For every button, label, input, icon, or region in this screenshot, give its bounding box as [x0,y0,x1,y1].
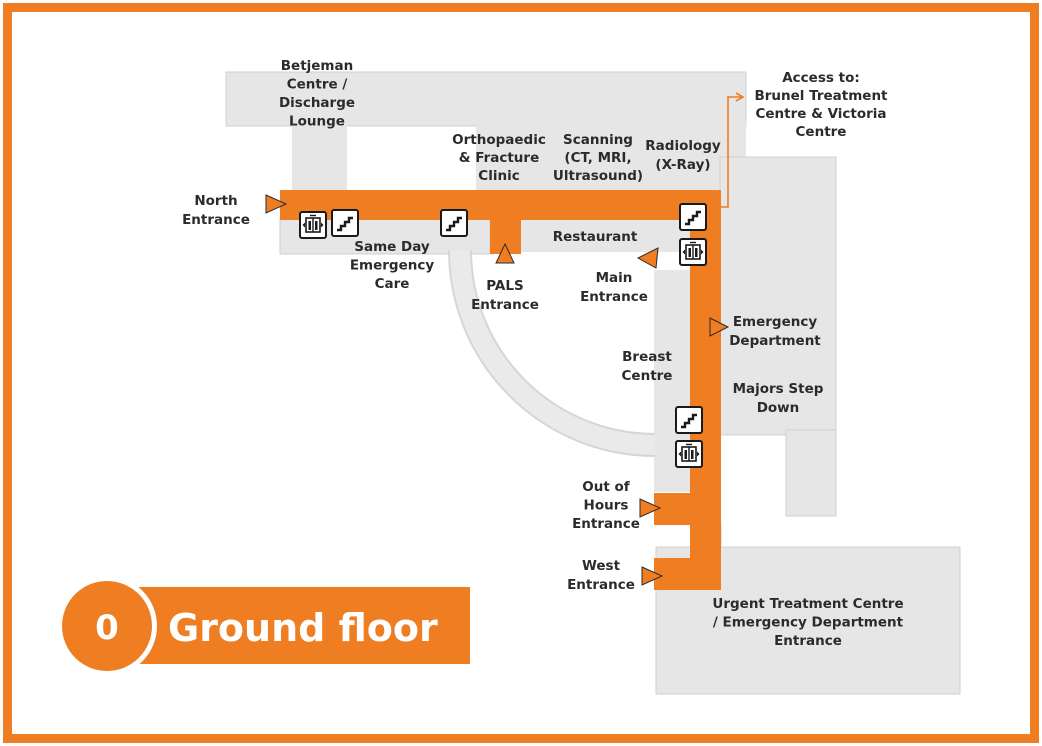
label-line: Clinic [478,168,519,184]
label-line: (CT, MRI, [564,150,631,166]
west-entrance-arrow-icon [641,566,664,586]
lift-icon [675,440,703,468]
west-corridor [654,558,721,590]
label-restaurant: Restaurant [553,229,638,245]
majors-block [785,429,837,517]
out-of-hours-entrance-arrow-icon [639,498,662,518]
restaurant-block [520,218,692,252]
label-pals: PALS Entrance [471,278,539,313]
label-radiology: Radiology (X-Ray) [645,138,721,173]
label-line: Restaurant [553,229,638,245]
label-line: Centre [622,368,673,384]
label-line: Majors Step [733,381,824,397]
betjeman-connector [292,120,347,192]
entrance-markers [265,194,730,586]
label-line: Orthopaedic [452,132,546,148]
label-line: Discharge [279,95,355,111]
label-line: Hours [584,498,629,514]
label-scanning: Scanning (CT, MRI, Ultrasound) [553,132,643,184]
label-line: Centre / [287,77,348,93]
label-line: Out of [582,479,630,495]
label-line: PALS [486,278,523,294]
label-line: Breast [622,349,672,365]
label-line: Entrance [774,633,842,649]
orthopaedic-block [476,120,746,192]
label-line: Centre [796,124,847,140]
label-urgent: Urgent Treatment Centre / Emergency Depar… [712,596,903,649]
label-line: Entrance [567,577,635,593]
label-line: North [194,193,237,209]
lift-icon [679,238,707,266]
label-line: Main [596,270,633,286]
label-line: (X-Ray) [655,157,710,173]
label-line: Care [375,276,410,292]
label-line: Urgent Treatment Centre [712,596,903,612]
label-line: Access to: [782,70,860,86]
label-line: Scanning [563,132,633,148]
label-line: West [582,558,621,574]
north-entrance-arrow-icon [265,194,288,214]
label-line: Down [757,400,800,416]
floor-number: 0 [95,608,119,648]
floor-circle [62,581,152,671]
stairs-icon [439,208,469,238]
label-line: Entrance [580,289,648,305]
label-line: Entrance [471,297,539,313]
access-arrow-icon [721,92,745,208]
label-line: Entrance [182,212,250,228]
stairs-icon [674,405,704,435]
main-entrance-arrow-icon [636,247,659,269]
label-line: Radiology [645,138,721,154]
floor-name: Ground floor [168,606,438,650]
label-line: Entrance [572,516,640,532]
betjeman-block [225,71,747,127]
stairs-icon [678,202,708,232]
emergency-entrance-arrow-icon [709,317,730,337]
lift-icon [299,211,327,239]
label-line: Emergency [350,258,435,274]
label-line: & Fracture [459,150,539,166]
label-line: Betjeman [281,58,353,74]
outer-frame [3,3,1039,743]
out-of-hours-corridor [654,493,721,525]
floor-badge: 0 Ground floor [57,576,470,676]
stairs-icon [330,208,360,238]
floor-banner [128,587,470,664]
label-line: / Emergency Department [713,615,904,631]
pals-entrance-arrow-icon [495,242,515,264]
label-line: Ultrasound) [553,168,643,184]
label-line: Emergency [733,314,818,330]
emergency-block [719,156,837,436]
label-line: Lounge [289,114,345,130]
label-line: Brunel Treatment [754,88,888,104]
label-line: Department [729,333,821,349]
label-line: Centre & Victoria [755,106,886,122]
label-line: Same Day [354,239,430,255]
